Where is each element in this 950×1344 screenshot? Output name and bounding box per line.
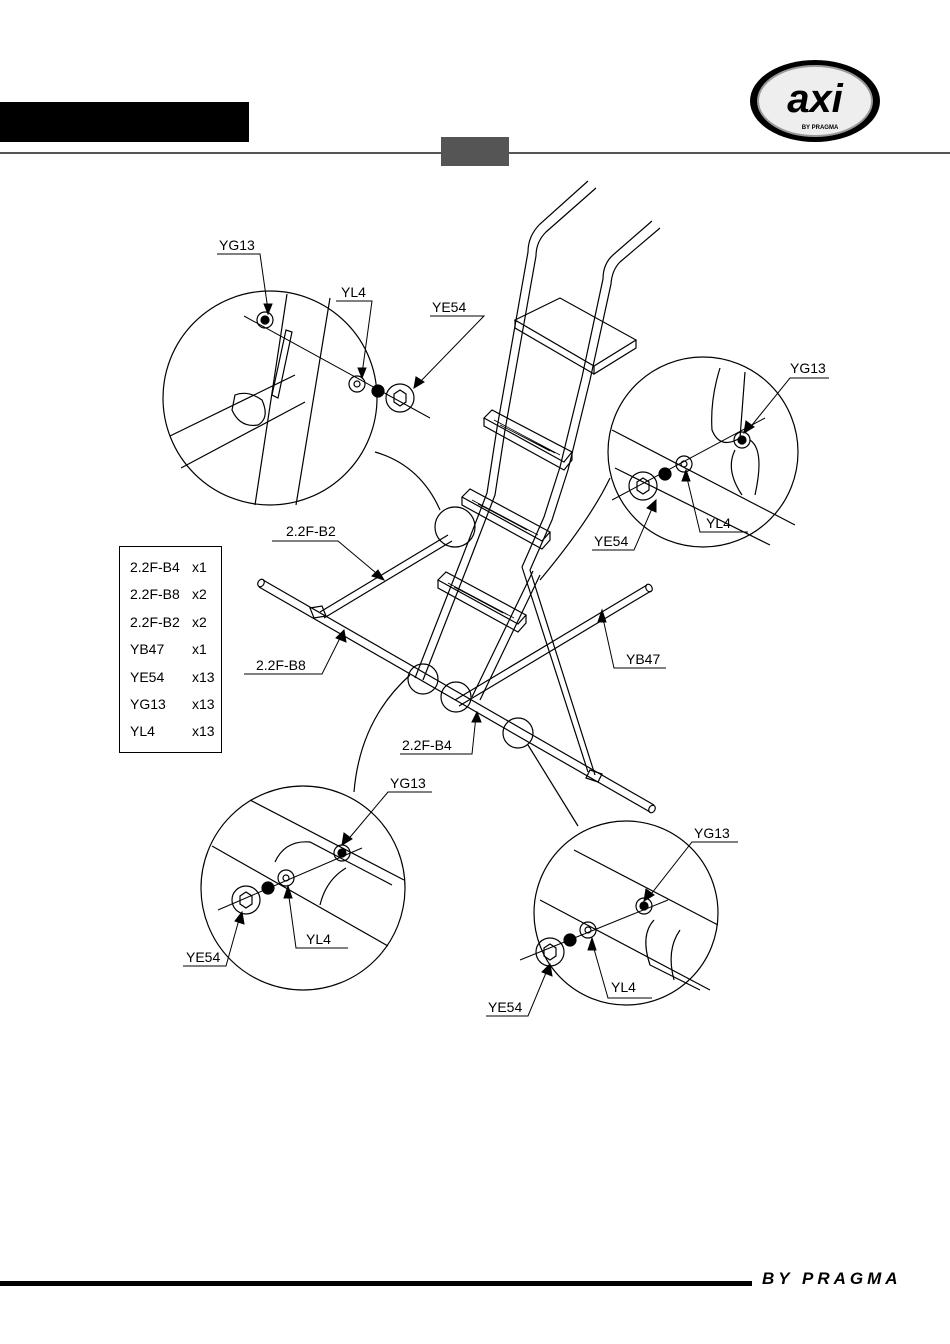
label-ye54-top-left: YE54: [432, 299, 466, 315]
part-code: YG13: [130, 694, 192, 714]
leader-lines: [183, 254, 829, 1016]
part-qty: x1: [192, 559, 207, 575]
label-yl4-top-left: YL4: [341, 284, 366, 300]
label-2-2f-b4: 2.2F-B4: [402, 737, 452, 753]
detail-bottom-left: [201, 786, 405, 990]
part-qty: x13: [192, 723, 215, 739]
part-code: 2.2F-B4: [130, 557, 192, 577]
label-yg13-top-right: YG13: [790, 360, 826, 376]
ladder-assembly: [415, 181, 660, 775]
part-code: YB47: [130, 639, 192, 659]
detail-marker-top-left: [435, 507, 475, 547]
label-2-2f-b2: 2.2F-B2: [286, 523, 336, 539]
part-qty: x2: [192, 614, 207, 630]
label-yl4-bottom-right: YL4: [611, 979, 636, 995]
detail-top-right: [608, 357, 798, 547]
label-yg13-top-left: YG13: [219, 237, 255, 253]
label-ye54-bottom-left: YE54: [186, 949, 220, 965]
part-code: 2.2F-B8: [130, 584, 192, 604]
part-code: 2.2F-B2: [130, 612, 192, 632]
detail-top-left: [163, 291, 430, 505]
part-qty: x13: [192, 669, 215, 685]
part-code: YE54: [130, 667, 192, 687]
detail-bottom-right: [520, 821, 718, 1005]
part-qty: x13: [192, 696, 215, 712]
footer-rule: [0, 1281, 752, 1286]
footer-brand: BY PRAGMA: [762, 1269, 902, 1289]
label-2-2f-b8: 2.2F-B8: [256, 657, 306, 673]
label-ye54-bottom-right: YE54: [488, 999, 522, 1015]
label-yl4-top-right: YL4: [706, 515, 731, 531]
part-qty: x2: [192, 586, 207, 602]
label-yb47: YB47: [626, 651, 660, 667]
label-ye54-top-right: YE54: [594, 533, 628, 549]
label-yg13-bottom-left: YG13: [390, 775, 426, 791]
label-yg13-bottom-right: YG13: [694, 825, 730, 841]
part-code: YL4: [130, 721, 192, 741]
label-yl4-bottom-left: YL4: [306, 931, 331, 947]
part-qty: x1: [192, 641, 207, 657]
